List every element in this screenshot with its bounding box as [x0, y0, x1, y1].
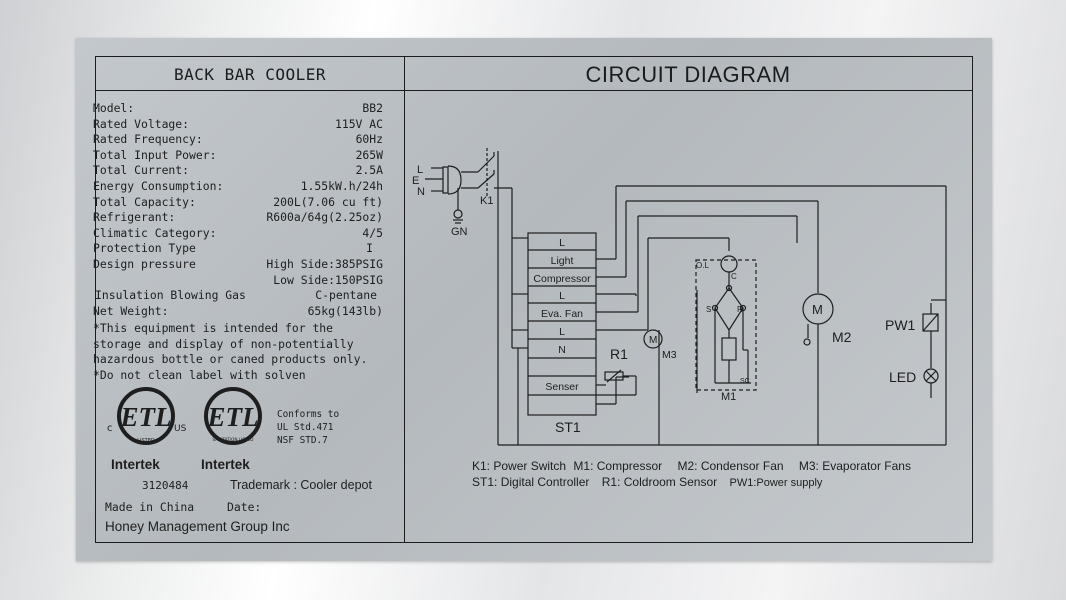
compressor-s-label: S	[706, 305, 711, 314]
ground-label: GN	[451, 226, 468, 238]
circuit-title: CIRCUIT DIAGRAM	[585, 62, 791, 87]
terminal-label: L	[559, 326, 565, 338]
terminal-label: N	[558, 344, 566, 356]
terminal-label: Eva. Fan	[541, 308, 583, 320]
legend-item-k1: K1: Power Switch	[472, 459, 567, 473]
legend-line-1: K1: Power Switch M1: Compressor M2: Cond…	[472, 459, 911, 473]
company-name: Honey Management Group Inc	[105, 519, 290, 534]
spec-row-frequency: Rated Frequency:60Hz	[93, 132, 383, 147]
made-in: Made in China	[105, 500, 195, 514]
intertek-label: Intertek	[201, 457, 250, 472]
spec-row-energy: Energy Consumption:1.55kW.h/24h	[93, 178, 383, 193]
spec-list: Model:BB2 Rated Voltage:115V AC Rated Fr…	[93, 101, 383, 319]
legend-item-m3: M3: Evaporator Fans	[798, 459, 911, 473]
spec-row-pressure-low: Low Side:150PSIG	[273, 272, 383, 287]
terminal-label: Senser	[545, 381, 579, 393]
note-line: *This equipment is intended for the	[93, 321, 334, 335]
compressor-ol-label: O.L	[696, 261, 709, 270]
svg-text:SANITATION LISTED: SANITATION LISTED	[213, 437, 254, 442]
supply-e-label: E	[412, 175, 419, 187]
etl-listed-logo: ETL LISTED c US	[107, 387, 187, 445]
column-divider	[404, 57, 405, 542]
switch-label: K1	[480, 195, 493, 207]
m2-label: M2	[832, 329, 852, 345]
circuit-diagram: L E N GN K1 L Light Compressor L Eva. Fa…	[412, 148, 947, 446]
svg-text:ETL: ETL	[120, 402, 172, 432]
intertek-label: Intertek	[111, 457, 160, 472]
product-title: BACK BAR COOLER	[174, 65, 326, 84]
terminal-label: L	[559, 237, 565, 249]
compressor-c-label: C	[731, 272, 737, 281]
compressor-label: M1	[721, 391, 736, 403]
terminal-label: Compressor	[533, 273, 591, 285]
supply-n-label: N	[417, 186, 425, 198]
spec-row-refrigerant: Refrigerant:R600a/64g(2.25oz)	[93, 210, 383, 225]
spec-row-model: Model:BB2	[93, 101, 383, 115]
power-supply-label: PW1	[885, 317, 916, 333]
header-divider	[96, 90, 972, 91]
svg-text:US: US	[174, 424, 187, 434]
m2-motor-symbol: M	[812, 302, 823, 317]
note-line: storage and display of non-potentially	[93, 336, 354, 351]
spec-row-weight: Net Weight:65kg(143lb)	[93, 303, 383, 318]
m3-motor-symbol: M	[649, 335, 657, 346]
spec-row-power: Total Input Power:265W	[93, 147, 383, 162]
legend-item-m1: M1: Compressor	[573, 459, 663, 473]
spec-row-current: Total Current:2.5A	[93, 163, 383, 178]
label-frame: BACK BAR COOLER CIRCUIT DIAGRAM	[95, 56, 973, 543]
certificate-number: 3120484	[142, 479, 189, 492]
etl-sanitation-logo: ETL SANITATION LISTED	[204, 387, 262, 445]
compressor-sc-label: SC	[740, 378, 750, 385]
svg-text:c: c	[107, 423, 113, 434]
legend-item-m2: M2: Condensor Fan	[677, 459, 784, 473]
svg-text:ETL: ETL	[207, 402, 259, 432]
spec-row-climatic: Climatic Category:4/5	[93, 225, 383, 240]
trademark: Trademark : Cooler depot	[230, 478, 372, 492]
terminal-label: Light	[551, 255, 574, 267]
legend-item-pw1: PW1:Power supply	[729, 477, 823, 489]
led-label: LED	[889, 369, 916, 385]
legend-line-2: ST1: Digital Controller R1: Coldroom Sen…	[472, 475, 822, 489]
svg-text:LISTED: LISTED	[137, 438, 155, 444]
m3-label: M3	[662, 349, 677, 361]
spec-row-capacity: Total Capacity:200L(7.06 cu ft)	[93, 194, 383, 209]
terminal-label: L	[559, 290, 565, 302]
conformity-text: Conforms to UL Std.471 NSF STD.7	[277, 409, 340, 447]
legend-item-st1: ST1: Digital Controller	[472, 475, 590, 489]
sensor-label: R1	[610, 346, 628, 362]
legend-item-r1: R1: Coldroom Sensor	[601, 475, 718, 489]
note-line: *Do not clean label with solven	[93, 368, 306, 383]
supply-l-label: L	[417, 164, 423, 176]
rating-plate: BACK BAR COOLER CIRCUIT DIAGRAM Model:BB…	[76, 38, 992, 561]
controller-label: ST1	[555, 419, 581, 435]
compressor-r-label: R	[737, 305, 743, 314]
date-field: Date:	[227, 500, 262, 514]
spec-row-voltage: Rated Voltage:115V AC	[93, 116, 383, 131]
note-line: hazardous bottle or caned products only.	[93, 352, 368, 367]
usage-notes: *This equipment is intended for the stor…	[93, 321, 385, 384]
